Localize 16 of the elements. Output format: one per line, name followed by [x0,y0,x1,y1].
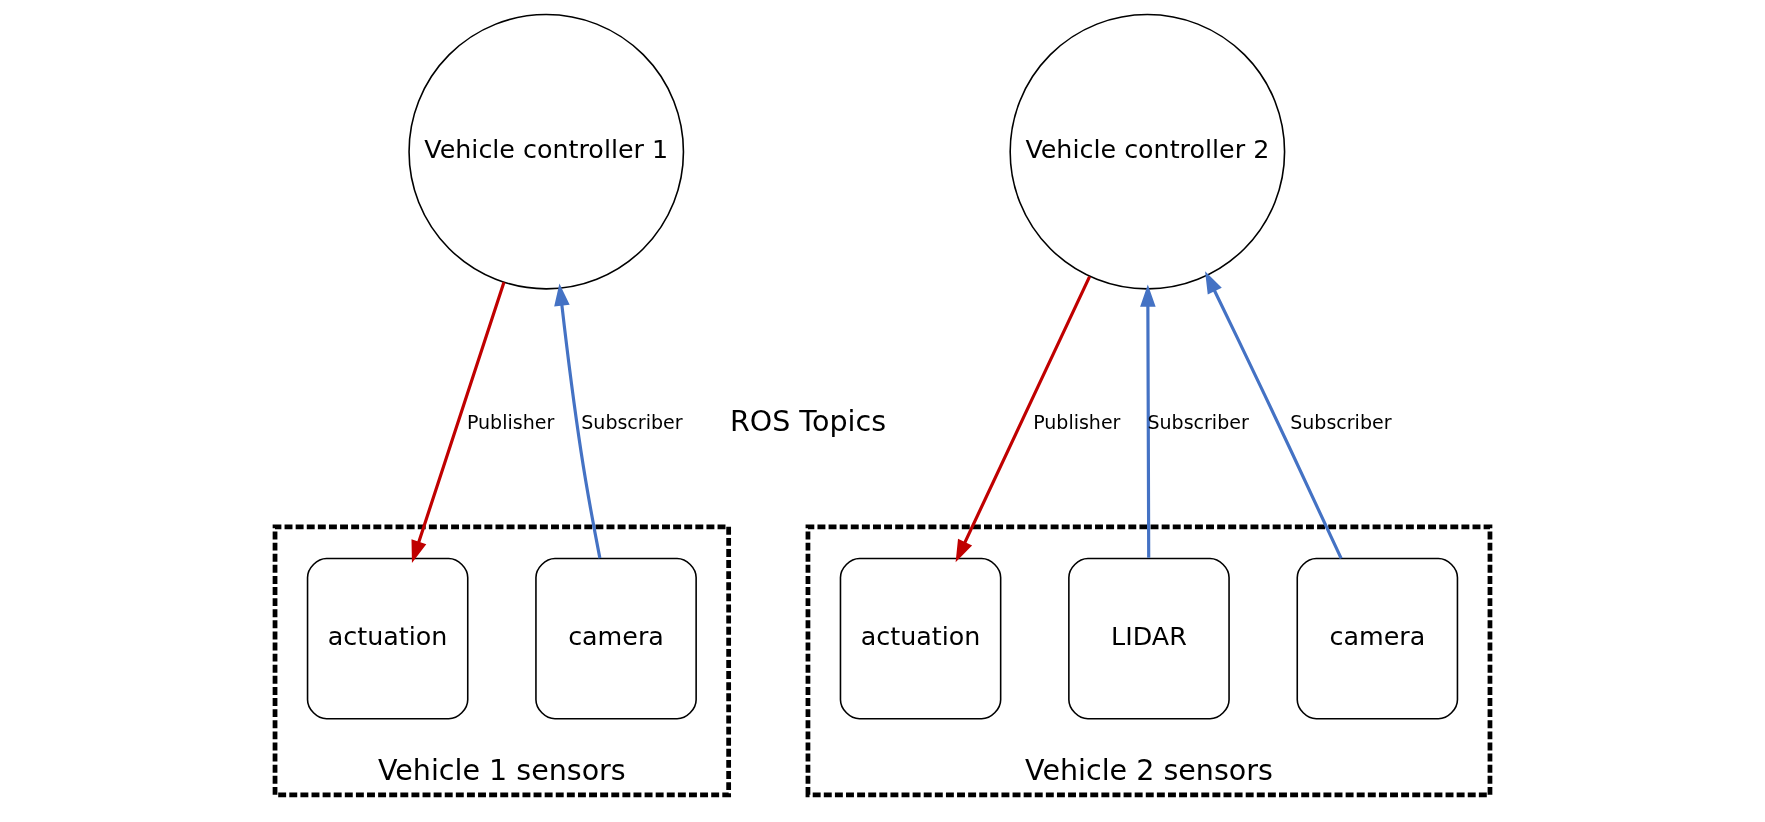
label: ROS Topics [729,404,886,438]
node-box: camera [535,557,697,720]
node-circle: Vehicle controller 1 [408,13,685,290]
arrow [1205,271,1343,560]
arrow [1140,284,1156,558]
edge-label: Publisher [466,410,555,433]
node-circle: Vehicle controller 2 [1009,13,1286,290]
node-box: camera [1296,557,1459,720]
node-box: actuation [306,557,469,720]
edge-label: Subscriber [581,410,683,433]
arrow [411,281,506,563]
edge-label: Publisher [1033,410,1121,433]
node-box: LIDAR [1068,557,1230,720]
node-box: actuation [839,557,1002,720]
arrow [955,275,1091,563]
edge-label: Subscriber [1290,410,1392,433]
